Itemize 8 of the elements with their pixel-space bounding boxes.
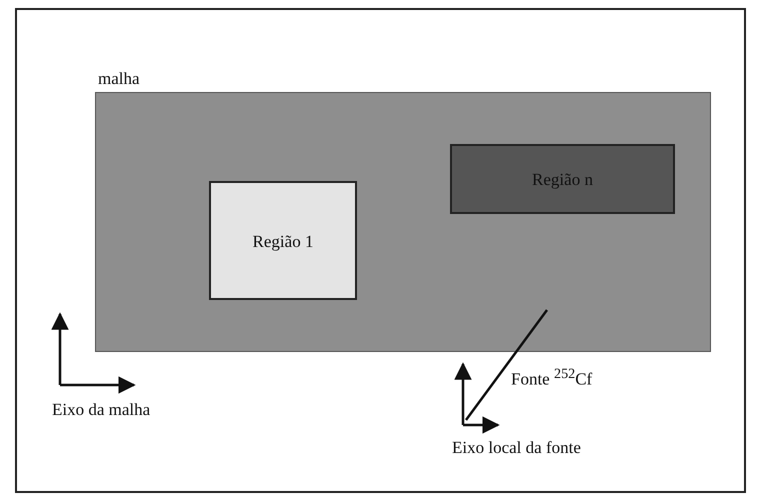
region-label: Região 1 xyxy=(252,232,314,252)
axis-label: Eixo da malha xyxy=(52,400,150,420)
source-label: Fonte $^{252}$Cf xyxy=(511,366,592,390)
axis-label: Eixo local da fonte xyxy=(452,438,581,458)
mesh-label: malha xyxy=(98,69,140,89)
region-box xyxy=(209,181,357,300)
region-label: Região n xyxy=(531,170,594,190)
region-box xyxy=(450,144,675,214)
